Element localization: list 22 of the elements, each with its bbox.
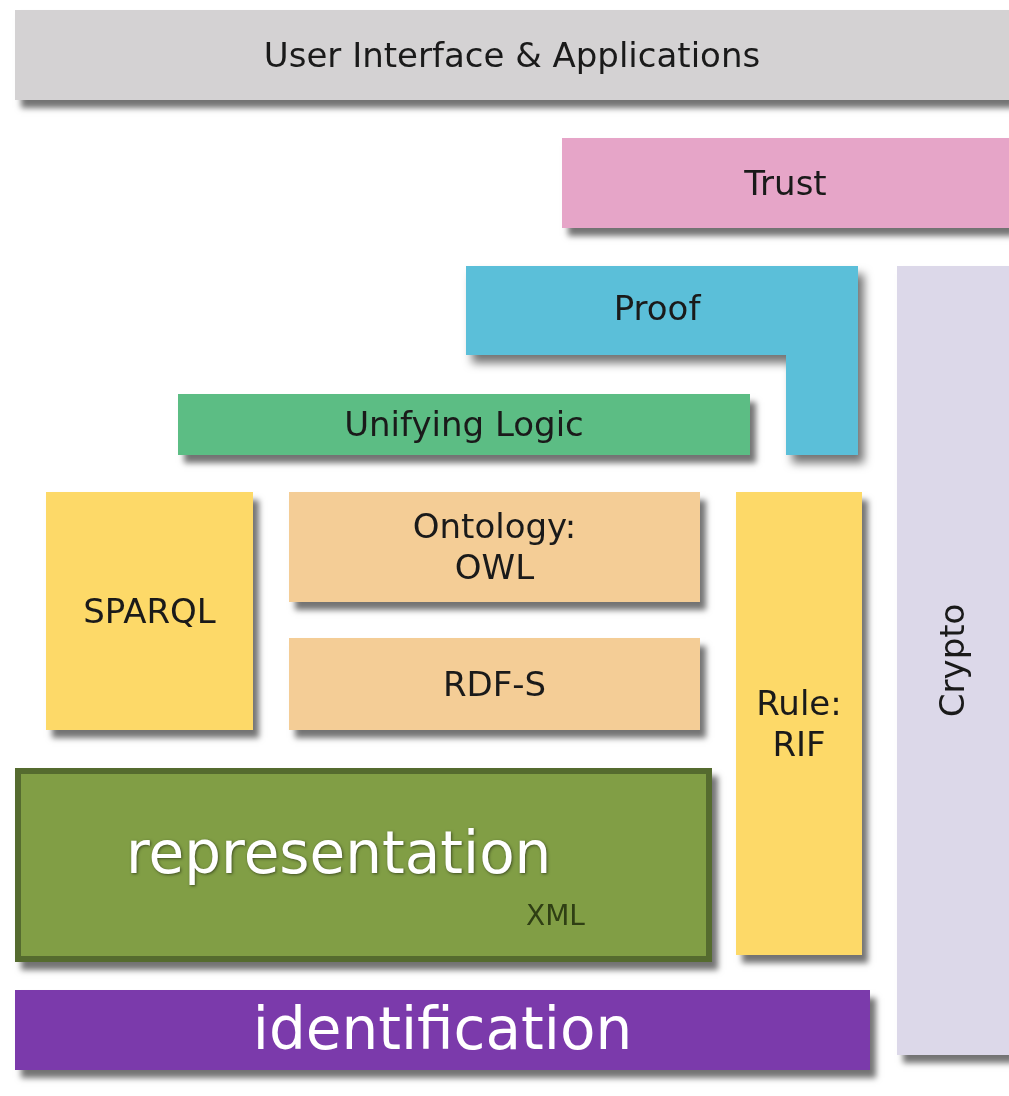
layer-label: representation <box>126 819 552 889</box>
layer-label: Unifying Logic <box>344 404 584 445</box>
layer-label: Proof <box>612 288 702 329</box>
layer-bar <box>15 10 1009 100</box>
layer-column <box>897 266 1009 1055</box>
layer-label: identification <box>252 995 633 1065</box>
layer-box <box>289 638 700 730</box>
layer-label: XML <box>526 899 585 933</box>
layer-label: SPARQL <box>83 590 216 632</box>
layer-label: Trust <box>744 162 827 204</box>
layer-box <box>46 492 253 730</box>
layer-label: Ontology: OWL <box>411 506 578 588</box>
layer-column <box>736 492 862 955</box>
layer-label: Rule: RIF <box>755 682 843 765</box>
layer-bar <box>15 990 870 1070</box>
layer-panel <box>15 768 712 962</box>
layer-box <box>289 492 700 602</box>
layer-label: Crypto <box>932 603 974 718</box>
layer-label: RDF-S <box>442 663 547 705</box>
layer-bar <box>562 138 1009 228</box>
layer-bar <box>178 394 750 455</box>
layer-label: User Interface & Applications <box>263 34 761 76</box>
